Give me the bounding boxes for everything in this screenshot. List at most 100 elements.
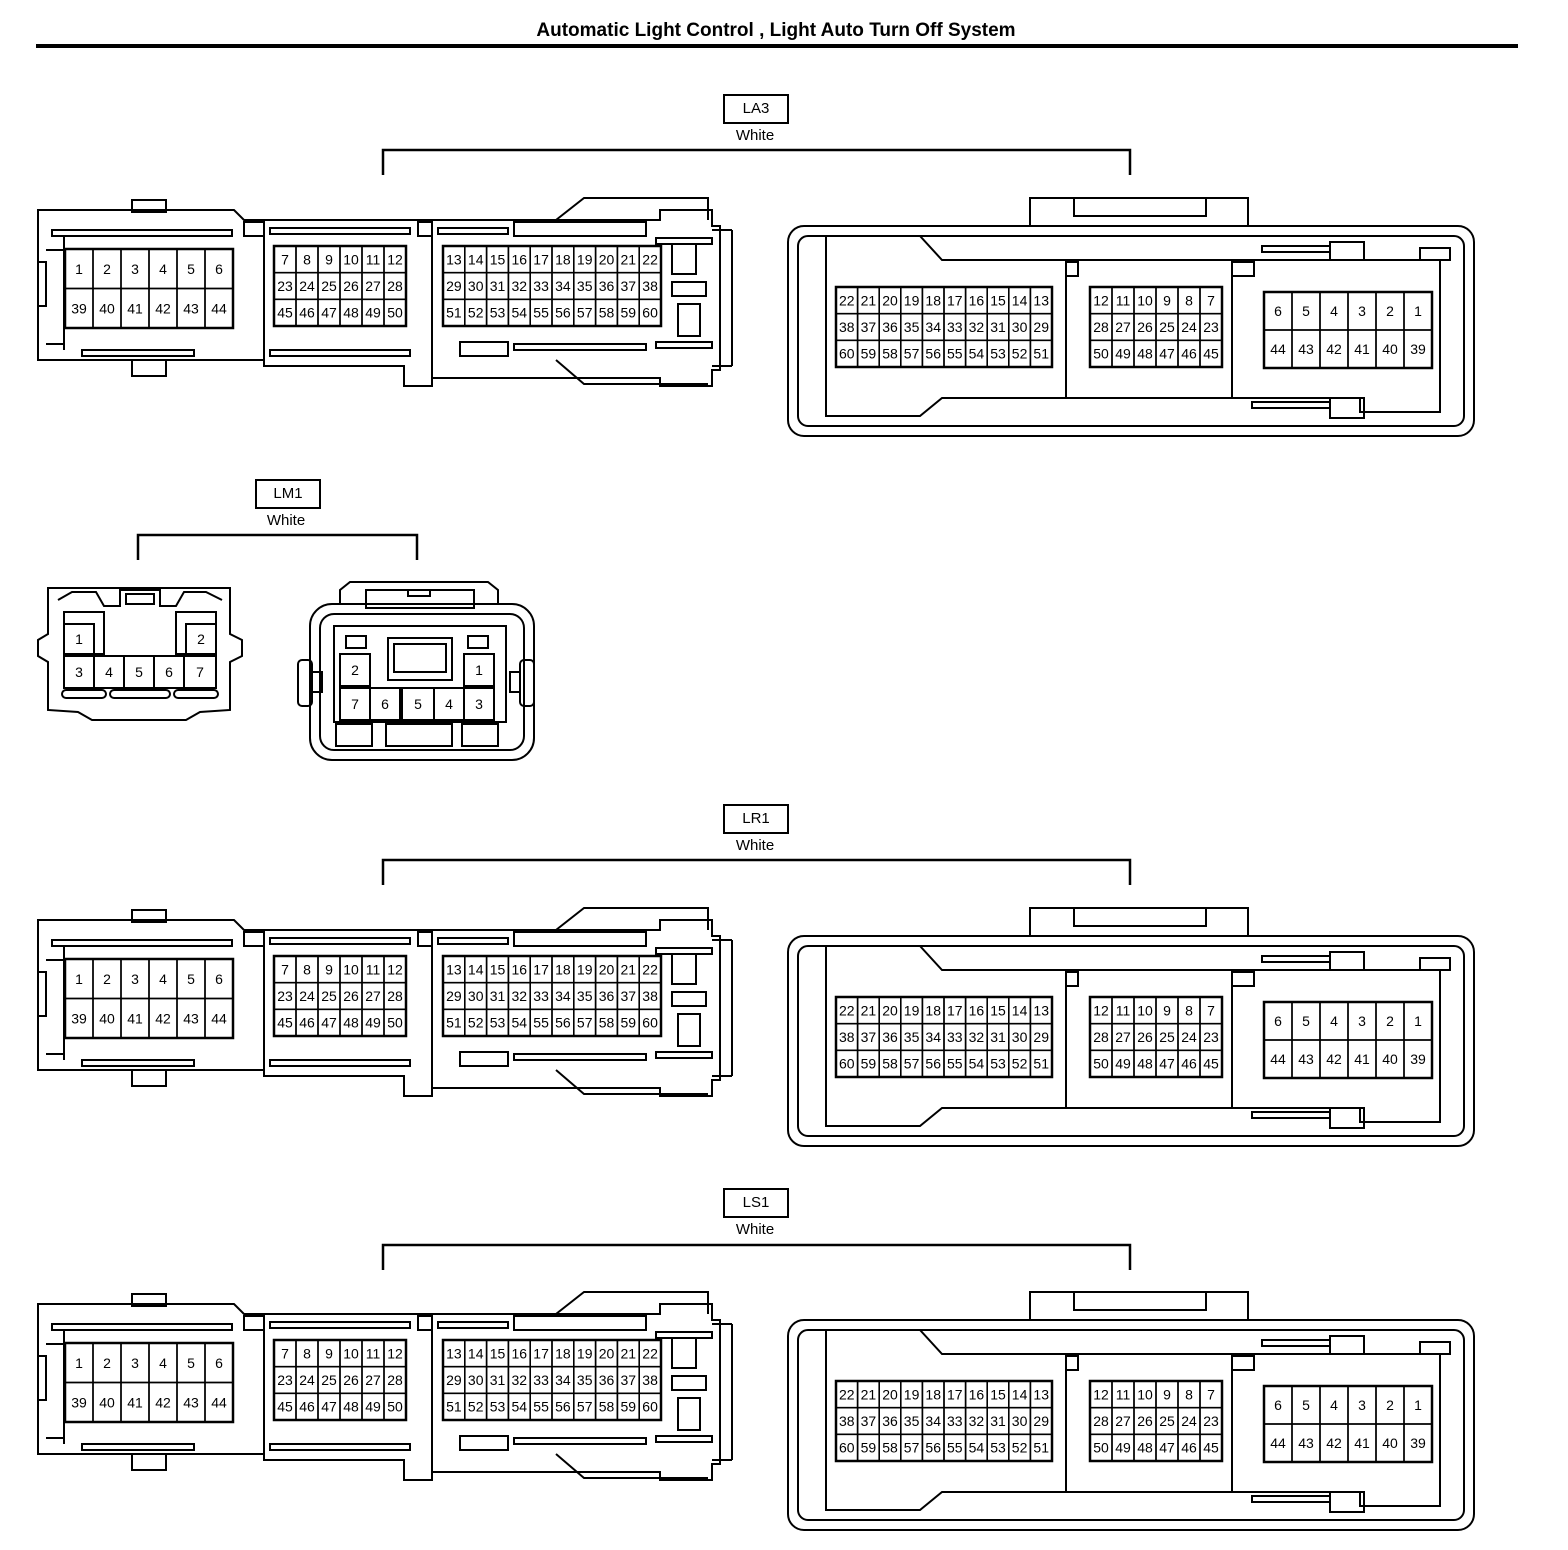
pin-number: 6 [215, 261, 223, 277]
pin-number: 53 [490, 1015, 506, 1031]
pin-number: 54 [969, 1440, 985, 1456]
pin-number: 4 [159, 971, 167, 987]
pin-number: 23 [277, 988, 293, 1004]
pin-number: 2 [103, 261, 111, 277]
bracket-la3 [381, 148, 1132, 175]
pin-number: 28 [387, 988, 403, 1004]
pin-number: 9 [325, 1345, 333, 1361]
pin-cell [1403, 1039, 1433, 1079]
pin-number: 19 [904, 1002, 920, 1018]
pin-number: 2 [103, 1355, 111, 1371]
pin-number: 43 [1298, 1435, 1314, 1451]
pin-number: 54 [969, 1056, 985, 1072]
pin-number: 17 [533, 1345, 549, 1361]
pin-number: 6 [1274, 303, 1282, 319]
pin-number: 8 [303, 1345, 311, 1361]
pin-cell [1403, 1423, 1433, 1463]
pin-number: 12 [387, 961, 403, 977]
pin-number: 42 [155, 1010, 171, 1026]
pin-number: 57 [904, 1056, 920, 1072]
pin-number: 7 [196, 664, 204, 680]
pin-number: 35 [577, 278, 593, 294]
pin-number: 14 [1012, 292, 1028, 308]
pin-number: 18 [555, 961, 571, 977]
pin-number: 37 [621, 988, 637, 1004]
pin-number: 42 [1326, 341, 1342, 357]
pin-number: 4 [159, 1355, 167, 1371]
pin-number: 17 [533, 961, 549, 977]
pin-cell [63, 623, 95, 655]
pin-cell [204, 997, 234, 1039]
pin-number: 14 [468, 251, 484, 267]
pin-number: 21 [861, 1386, 877, 1402]
pin-number: 47 [1159, 1056, 1175, 1072]
pin-number: 56 [925, 1440, 941, 1456]
pin-number: 23 [277, 278, 293, 294]
pin-number: 28 [1093, 1029, 1109, 1045]
pin-number: 50 [387, 1015, 403, 1031]
pin-number: 15 [490, 251, 506, 267]
pin-number: 53 [990, 346, 1006, 362]
pin-number: 14 [1012, 1002, 1028, 1018]
pin-number: 1 [75, 631, 83, 647]
pin-number: 12 [387, 1345, 403, 1361]
pin-cell [1029, 1049, 1053, 1078]
pin-number: 37 [621, 278, 637, 294]
pin-number: 57 [904, 346, 920, 362]
pin-number: 58 [882, 1440, 898, 1456]
pin-number: 33 [947, 1413, 963, 1429]
pin-number: 13 [1033, 1386, 1049, 1402]
pin-number: 34 [555, 988, 571, 1004]
page-title: Automatic Light Control , Light Auto Tur… [536, 20, 1016, 41]
pin-number: 5 [187, 971, 195, 987]
pin-number: 16 [512, 251, 528, 267]
pin-number: 55 [947, 1056, 963, 1072]
pin-number: 24 [299, 1372, 315, 1388]
pin-number: 53 [490, 305, 506, 321]
pin-number: 42 [155, 1394, 171, 1410]
pin-number: 11 [366, 961, 381, 977]
pin-number: 31 [990, 1029, 1006, 1045]
pin-number: 46 [1181, 1440, 1197, 1456]
pin-number: 44 [211, 300, 227, 316]
pin-number: 23 [277, 1372, 293, 1388]
pin-number: 35 [904, 1413, 920, 1429]
pin-number: 4 [1330, 303, 1338, 319]
pin-number: 42 [155, 300, 171, 316]
pin-number: 39 [1410, 341, 1426, 357]
pin-number: 11 [366, 1345, 381, 1361]
pin-number: 40 [99, 300, 115, 316]
pin-number: 48 [1137, 1056, 1153, 1072]
pin-number: 21 [861, 292, 877, 308]
pin-number: 4 [159, 261, 167, 277]
pin-number: 59 [621, 1015, 637, 1031]
pin-number: 25 [321, 278, 337, 294]
pin-number: 16 [969, 292, 985, 308]
pin-number: 20 [882, 292, 898, 308]
pin-number: 14 [468, 961, 484, 977]
pin-number: 11 [366, 251, 381, 267]
pin-number: 20 [882, 1386, 898, 1402]
pin-number: 15 [990, 1386, 1006, 1402]
pin-number: 28 [387, 278, 403, 294]
pin-number: 19 [904, 292, 920, 308]
pin-cell [1029, 339, 1053, 368]
pin-number: 27 [365, 988, 381, 1004]
pin-number: 26 [1137, 1413, 1153, 1429]
pin-number: 31 [490, 1372, 506, 1388]
pin-number: 5 [187, 1355, 195, 1371]
pin-number: 46 [299, 1399, 315, 1415]
pin-number: 52 [1012, 1056, 1028, 1072]
pin-number: 54 [969, 346, 985, 362]
pin-number: 59 [861, 1440, 877, 1456]
pin-number: 29 [446, 278, 462, 294]
pin-number: 16 [512, 961, 528, 977]
pin-number: 26 [343, 1372, 359, 1388]
pin-number: 44 [1270, 341, 1286, 357]
pin-number: 54 [512, 305, 528, 321]
pin-number: 53 [490, 1399, 506, 1415]
pin-number: 29 [1033, 319, 1049, 335]
pin-number: 8 [303, 251, 311, 267]
pin-number: 49 [1115, 1056, 1131, 1072]
